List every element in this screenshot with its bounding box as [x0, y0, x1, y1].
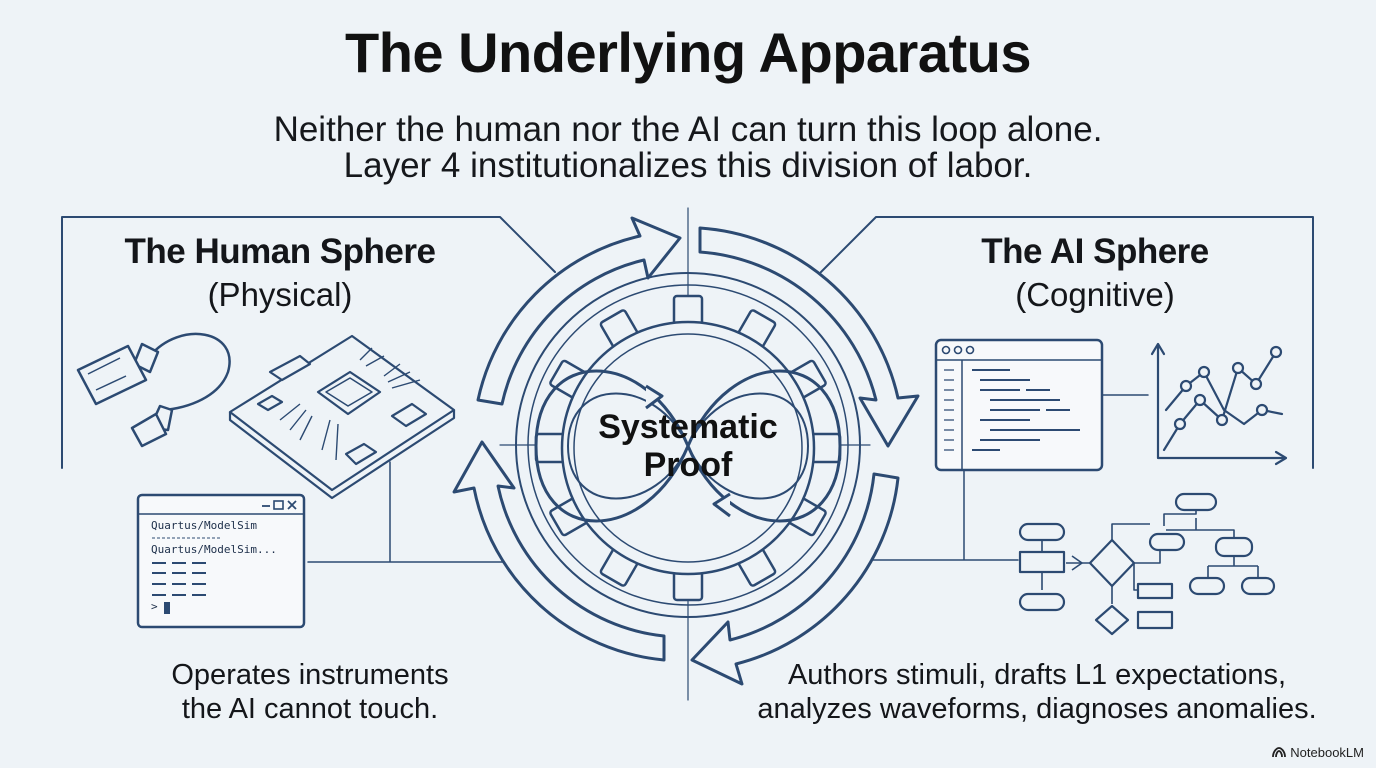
human-sphere-frame	[61, 216, 556, 469]
center-label-line-1: Systematic	[598, 408, 778, 446]
human-sphere-title: The Human Sphere	[124, 232, 436, 271]
ai-sphere-title: The AI Sphere	[981, 232, 1209, 271]
outer-ring	[515, 272, 861, 618]
human-connector	[307, 461, 511, 563]
flow-node	[1018, 550, 1066, 574]
loop-arrow-top-left	[476, 216, 682, 406]
human-sphere-subtitle: (Physical)	[207, 276, 353, 313]
ai-sphere-frame	[820, 216, 1314, 469]
human-caption-line-1: Operates instruments	[171, 659, 449, 691]
flow-node	[1214, 536, 1254, 558]
loop-arrow-bottom-right	[690, 472, 900, 686]
terminal-line-1: Quartus/ModelSim	[151, 519, 257, 532]
notebooklm-brand: NotebookLM	[1272, 745, 1364, 760]
notebooklm-logo-icon	[1272, 747, 1287, 758]
center-label-line-2: Proof	[643, 446, 733, 484]
brand-name: NotebookLM	[1290, 745, 1364, 760]
ai-caption-line-2: analyzes waveforms, diagnoses anomalies.	[757, 693, 1317, 725]
flow-node	[1174, 492, 1218, 512]
flow-node	[1136, 582, 1174, 600]
terminal-line-2: Quartus/ModelSim...	[151, 543, 277, 556]
flow-decision	[1094, 604, 1130, 636]
infinity-loop-inner	[567, 392, 809, 500]
loop-arrow-bottom-left	[452, 440, 666, 662]
terminal-window-icon	[136, 493, 306, 629]
page-title: The Underlying Apparatus	[344, 21, 1032, 84]
flow-node	[1148, 532, 1186, 552]
flow-node	[1136, 610, 1174, 630]
flow-node	[1018, 522, 1066, 542]
usb-cable-icon	[76, 332, 231, 448]
infinity-arrow-head-right	[712, 492, 731, 518]
flow-node	[1188, 576, 1226, 596]
ai-caption-line-1: Authors stimuli, drafts L1 expectations,	[787, 659, 1287, 691]
flow-node	[1240, 576, 1276, 596]
circuit-board-icon	[228, 334, 456, 500]
subtitle-line-2: Layer 4 institutionalizes this division …	[343, 146, 1033, 185]
line-chart-icon	[1150, 342, 1288, 466]
inner-ring	[527, 284, 849, 606]
flowchart-icon	[1018, 492, 1276, 636]
infinity-arrow-head-left	[645, 384, 664, 410]
loop-arrow-top-right	[698, 226, 920, 448]
human-caption-line-2: the AI cannot touch.	[181, 693, 439, 725]
terminal-prompt: >	[151, 600, 158, 613]
ai-sphere-subtitle: (Cognitive)	[1015, 276, 1175, 313]
flow-decision	[1088, 538, 1136, 588]
flow-node	[1018, 592, 1066, 612]
code-editor-icon	[934, 338, 1104, 472]
subtitle-line-1: Neither the human nor the AI can turn th…	[273, 110, 1103, 149]
ai-connector	[865, 469, 1019, 561]
